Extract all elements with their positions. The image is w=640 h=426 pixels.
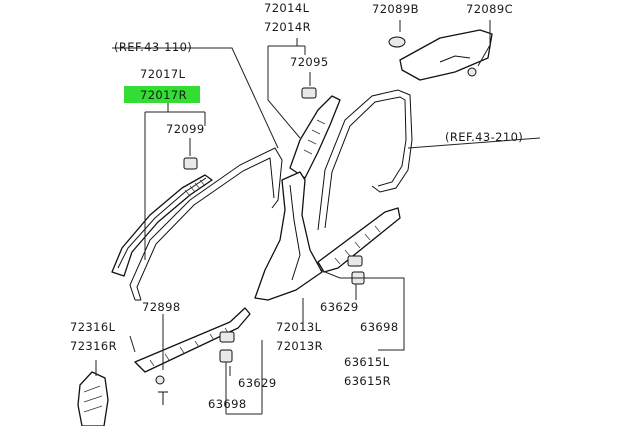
front-pillar-trim <box>111 174 213 277</box>
label-72017R: 72017R <box>140 88 187 102</box>
label-72014L: 72014L <box>264 1 310 15</box>
label-72095: 72095 <box>290 55 329 69</box>
leader-lines <box>95 20 541 415</box>
fastener-72898 <box>155 375 168 405</box>
label-72013R: 72013R <box>276 339 323 353</box>
rear-scuff-plate <box>317 207 401 285</box>
label-72089B: 72089B <box>372 2 419 16</box>
clip-72099 <box>183 157 198 170</box>
label-63629-front: 63629 <box>238 376 277 390</box>
label-63698-front: 63698 <box>208 397 247 411</box>
b-pillar-upper <box>289 95 341 179</box>
label-ref-43-110: (REF.43-110) <box>114 40 192 54</box>
roof-rear-panel <box>388 29 493 81</box>
label-ref-43-210: (REF.43-210) <box>445 130 523 144</box>
label-72089C: 72089C <box>466 2 513 16</box>
clip-72095 <box>301 87 317 99</box>
label-63615R: 63615R <box>344 374 391 388</box>
label-72898: 72898 <box>142 300 181 314</box>
b-pillar-lower <box>254 171 323 301</box>
front-scuff-plate <box>134 307 251 373</box>
label-72014R: 72014R <box>264 20 311 34</box>
door-frame-outline <box>129 147 283 301</box>
label-63615L: 63615L <box>344 355 390 369</box>
rear-door-frame <box>317 89 413 231</box>
cowl-side-trim <box>77 371 109 426</box>
label-72017L: 72017L <box>140 67 186 81</box>
label-63629-rear: 63629 <box>320 300 359 314</box>
label-72099: 72099 <box>166 122 205 136</box>
label-72316R: 72316R <box>70 339 117 353</box>
label-72013L: 72013L <box>276 320 322 334</box>
highlight-72017R <box>124 86 200 103</box>
label-72316L: 72316L <box>70 320 116 334</box>
label-63698-rear: 63698 <box>360 320 399 334</box>
